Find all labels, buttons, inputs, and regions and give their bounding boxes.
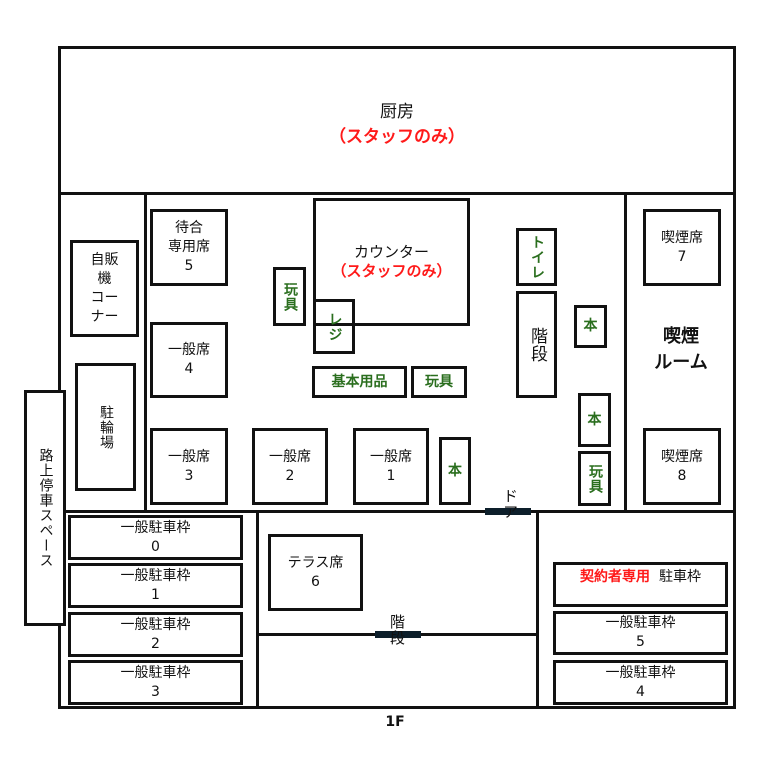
parking-number: 4 — [636, 683, 645, 700]
parking-label: 一般駐車枠 — [120, 616, 191, 633]
smoking-room-label: 喫煙ルーム — [627, 324, 735, 376]
vending-corner: 自販 機 コー ナー — [70, 240, 139, 337]
door-label: ドア — [501, 488, 519, 520]
floor-divider — [58, 510, 736, 513]
street-parking-label: 路上停車スペース — [37, 448, 54, 568]
book-label: 本 — [587, 411, 602, 428]
seat-label: 一般席 — [370, 448, 412, 465]
parking-space-1: 一般駐車枠 1 — [68, 563, 243, 608]
general-seat-3: 一般席 3 — [150, 428, 228, 505]
parking-label: 一般駐車枠 — [120, 664, 191, 681]
seat-number: 4 — [184, 361, 194, 377]
seat-label: 喫煙席 — [661, 229, 703, 246]
register-label: レジ — [326, 311, 343, 342]
left-divider — [144, 193, 147, 511]
seat-label: 待合 — [175, 220, 203, 236]
seat-label: 一般席 — [168, 448, 210, 465]
vending-line: 自販 — [90, 251, 119, 268]
seat-label: 喫煙席 — [661, 448, 703, 465]
seat-number: 2 — [285, 467, 295, 484]
kitchen-label: 厨房 — [380, 102, 414, 122]
seat-number: 8 — [677, 467, 687, 484]
toy-shelf: 玩具 — [411, 366, 467, 398]
seat-number: 6 — [311, 573, 320, 590]
parking-space-4: 一般駐車枠 4 — [553, 660, 728, 705]
general-seat-4: 一般席 4 — [150, 322, 228, 398]
toy-label: 玩具 — [282, 281, 298, 312]
register: レジ — [313, 299, 355, 354]
bookshelf: 本 — [578, 393, 611, 447]
general-seat-1: 一般席 1 — [353, 428, 429, 505]
basic-goods-shelf: 基本用品 — [312, 366, 407, 398]
contract-parking-label: 契約者専用 駐車枠 — [580, 569, 701, 585]
seat-number: 5 — [184, 258, 194, 274]
toy-label: 玩具 — [425, 373, 453, 390]
right-divider — [624, 193, 627, 511]
kitchen-note: （スタッフのみ） — [329, 127, 465, 147]
general-seat-2: 一般席 2 — [252, 428, 328, 505]
seat-label: 一般席 — [269, 448, 311, 465]
counter-label: カウンター — [353, 243, 429, 261]
vending-line: コー — [90, 289, 119, 306]
smoking-seat-7: 喫煙席 7 — [643, 209, 721, 286]
floor-label: 1F — [385, 714, 405, 730]
parking-number: 5 — [636, 634, 645, 650]
seat-number: 1 — [386, 467, 396, 484]
vending-line: 機 — [97, 270, 112, 287]
book-label: 本 — [448, 462, 462, 479]
book-label: 本 — [583, 318, 598, 334]
smoking-seat-8: 喫煙席 8 — [643, 428, 721, 505]
terrace-wall-left — [256, 511, 259, 708]
seat-label: 一般席 — [168, 342, 210, 358]
parking-number: 3 — [151, 683, 160, 700]
stairs-marker — [375, 631, 421, 638]
toilet: トイレ — [516, 228, 557, 286]
seat-label: テラス席 — [287, 554, 344, 571]
bicycle-parking: 駐輪場 — [75, 363, 136, 491]
seat-number: 7 — [677, 248, 687, 265]
waiting-seat-5: 待合専用席 5 — [150, 209, 228, 286]
toy-shelf-right: 玩具 — [578, 451, 611, 506]
toy-shelf-vertical: 玩具 — [273, 267, 306, 326]
parking-space-5: 一般駐車枠 5 — [553, 611, 728, 655]
parking-label: 一般駐車枠 — [120, 519, 191, 536]
smoking-room-line: ルーム — [654, 352, 708, 373]
bookshelf: 本 — [574, 305, 607, 348]
parking-space-3: 一般駐車枠 3 — [68, 660, 243, 705]
parking-number: 1 — [151, 586, 160, 603]
seat-label: 専用席 — [168, 239, 210, 255]
parking-number: 0 — [151, 538, 160, 555]
terrace-wall-right — [536, 511, 539, 708]
parking-label: 一般駐車枠 — [605, 615, 676, 631]
parking-label: 一般駐車枠 — [605, 664, 676, 681]
parking-space-2: 一般駐車枠 2 — [68, 612, 243, 657]
contract-parking-space: 契約者専用 駐車枠 — [553, 562, 728, 607]
counter: カウンター（スタッフのみ） — [313, 198, 470, 326]
bicycle-label: 駐輪場 — [98, 404, 114, 450]
kitchen-wall — [58, 192, 736, 195]
toy-label: 玩具 — [587, 463, 603, 494]
basic-goods-label: 基本用品 — [331, 373, 388, 390]
smoking-room-line: 喫煙 — [663, 326, 699, 347]
stairs: 階段 — [516, 291, 557, 398]
terrace-seat-6: テラス席 6 — [268, 534, 363, 611]
stairs-label: 階段 — [527, 326, 547, 363]
parking-label: 一般駐車枠 — [120, 567, 191, 584]
parking-space-0: 一般駐車枠 0 — [68, 515, 243, 560]
street-parking: 路上停車スペース — [24, 390, 66, 626]
door-marker — [485, 508, 531, 515]
counter-note: （スタッフのみ） — [331, 262, 452, 280]
toilet-label: トイレ — [529, 234, 545, 280]
vending-line: ナー — [90, 308, 119, 325]
seat-number: 3 — [184, 467, 194, 484]
building-outline — [58, 46, 736, 709]
parking-number: 2 — [151, 635, 160, 652]
stairs-bottom-label: 階段 — [388, 614, 406, 646]
bookshelf: 本 — [439, 437, 471, 505]
